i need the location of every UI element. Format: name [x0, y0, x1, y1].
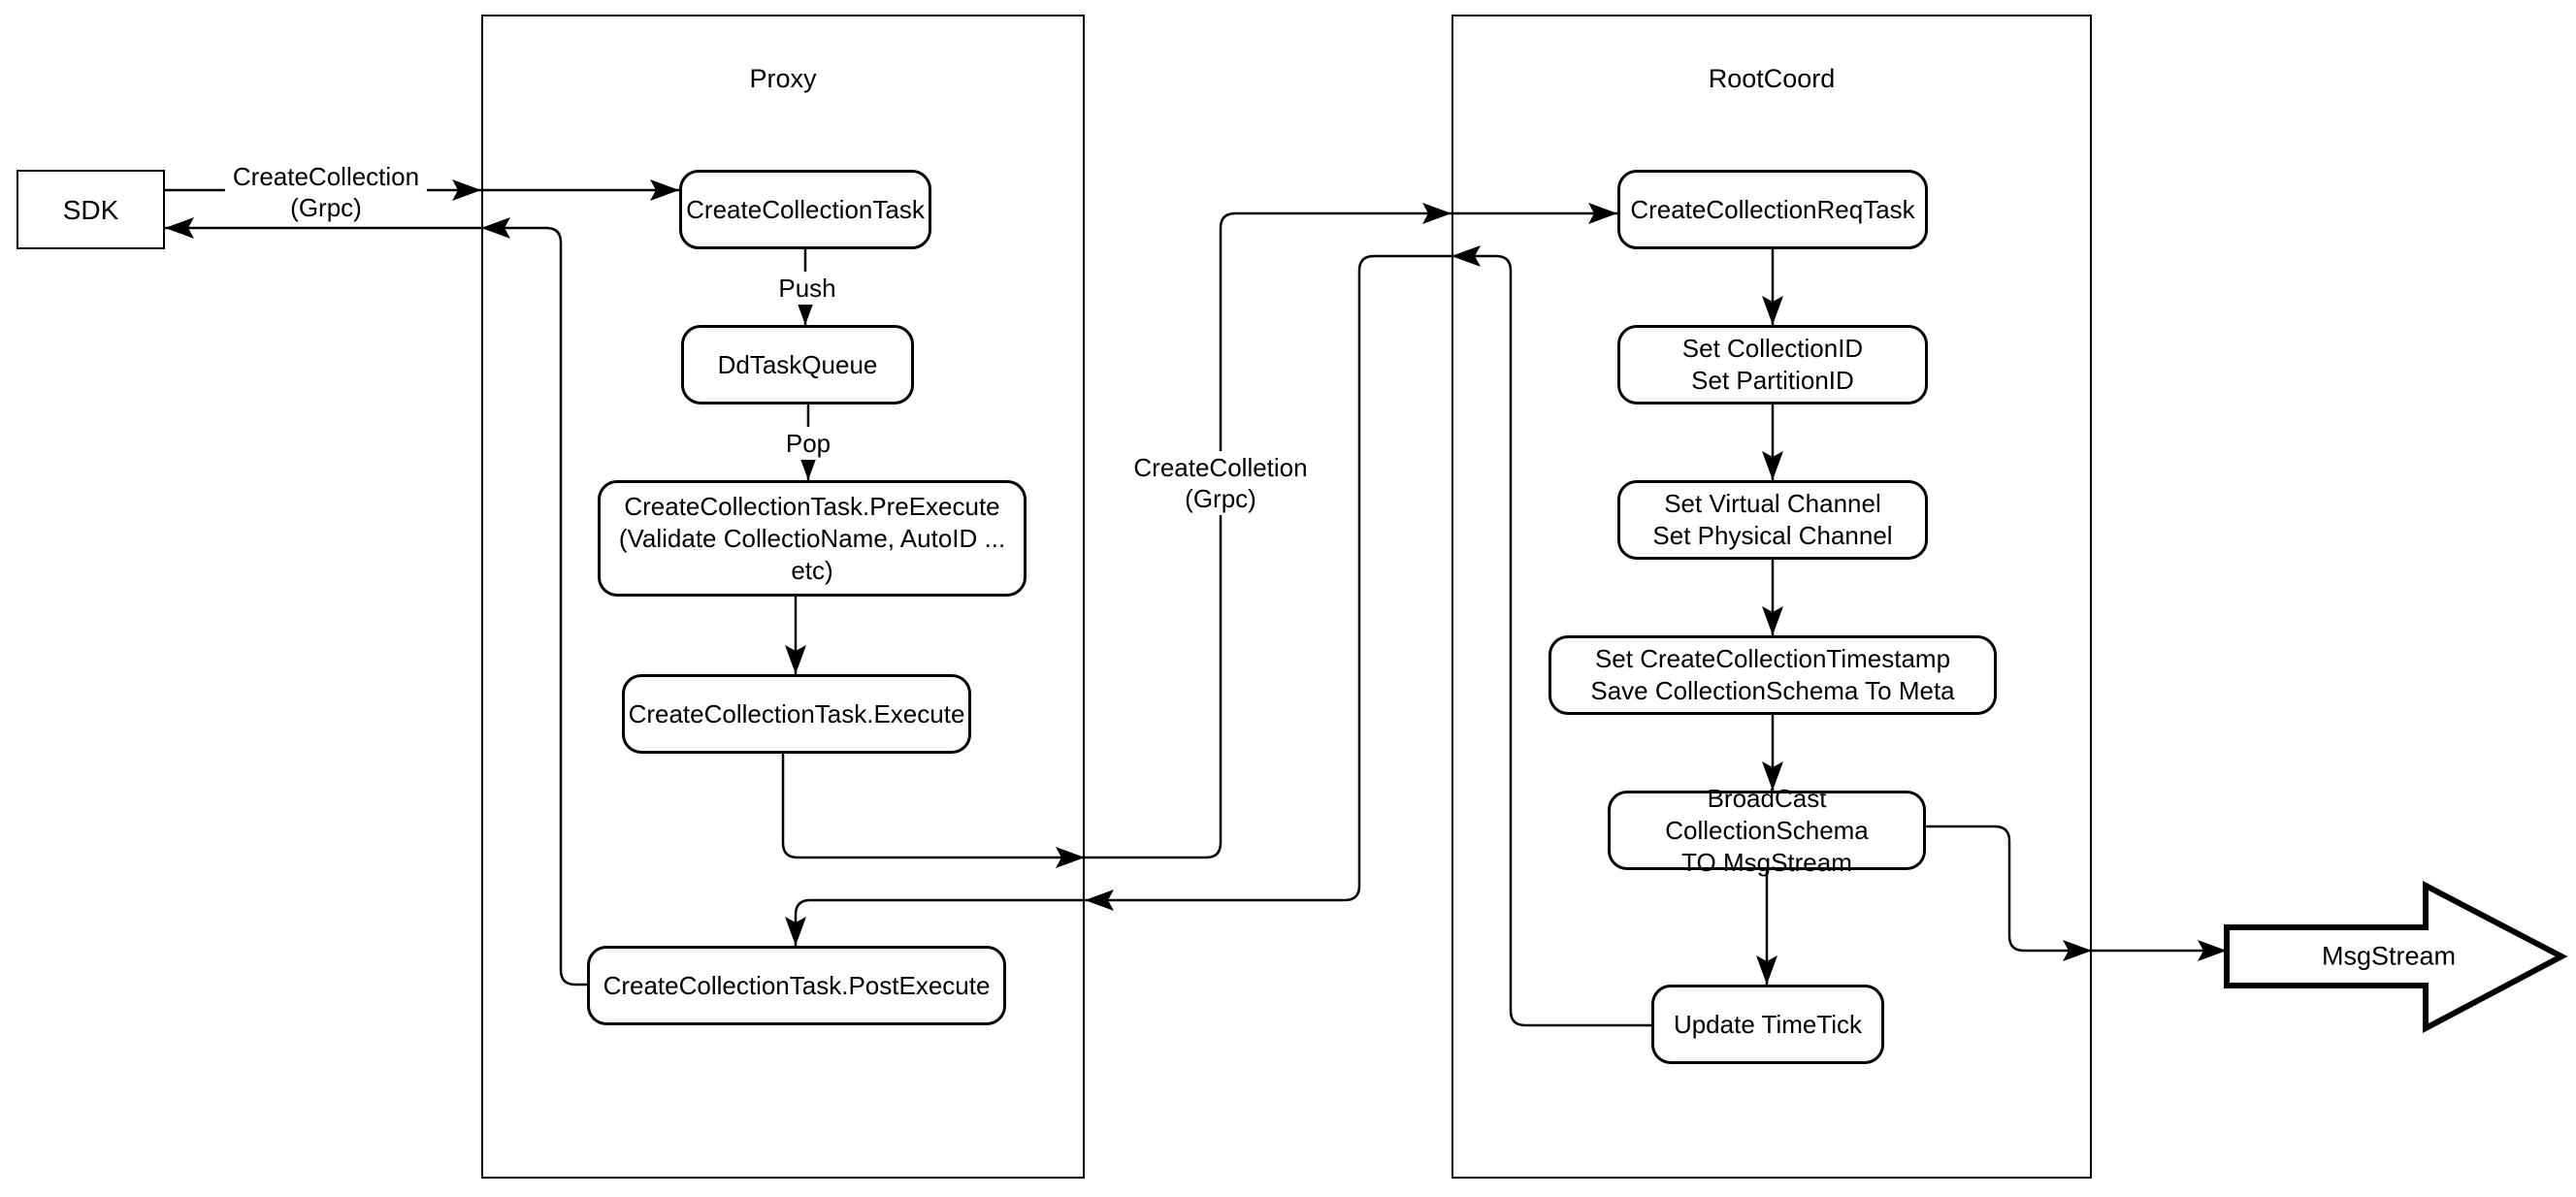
node-set-virtual-channel: Set Virtual Channel Set Physical Channel	[1617, 480, 1928, 560]
node-update-timetick: Update TimeTick	[1651, 985, 1884, 1064]
node-pre-execute: CreateCollectionTask.PreExecute (Validat…	[598, 480, 1027, 597]
node-post-execute: CreateCollectionTask.PostExecute	[587, 946, 1006, 1025]
node-broadcast-collection-schema: BroadCast CollectionSchema TO MsgStream	[1608, 784, 1926, 877]
edge-timetick-to-postexecute	[794, 254, 1651, 1027]
node-set-create-collection-timestamp: Set CreateCollectionTimestamp Save Colle…	[1549, 635, 1997, 715]
node-create-collection-req-task: CreateCollectionReqTask	[1617, 170, 1928, 249]
arrowheads	[165, 179, 2227, 985]
edge-label-pop: Pop	[777, 427, 839, 460]
node-create-collection-task: CreateCollectionTask	[679, 170, 931, 249]
msgstream-label: MsgStream	[2321, 941, 2457, 971]
proxy-container: Proxy	[481, 15, 1085, 1179]
rootcoord-title: RootCoord	[1708, 64, 1836, 93]
edge-postexecute-to-sdk	[165, 226, 587, 987]
sdk-node: SDK	[16, 170, 165, 249]
edge-broadcast-to-msgstream	[1926, 825, 2227, 953]
edge-execute-to-reqtask	[781, 211, 1617, 859]
edge-label-create-collection-grpc: CreateCollection (Grpc)	[224, 160, 428, 224]
edge-label-create-colletion-grpc: CreateColletion (Grpc)	[1125, 451, 1316, 515]
node-dd-task-queue: DdTaskQueue	[681, 325, 914, 404]
node-set-collection-id: Set CollectionID Set PartitionID	[1617, 325, 1928, 404]
node-execute: CreateCollectionTask.Execute	[622, 674, 971, 754]
edge-label-push: Push	[770, 272, 844, 305]
msgstream-arrow	[2224, 881, 2568, 1033]
rootcoord-container: RootCoord	[1451, 15, 2092, 1179]
proxy-title: Proxy	[749, 64, 817, 93]
